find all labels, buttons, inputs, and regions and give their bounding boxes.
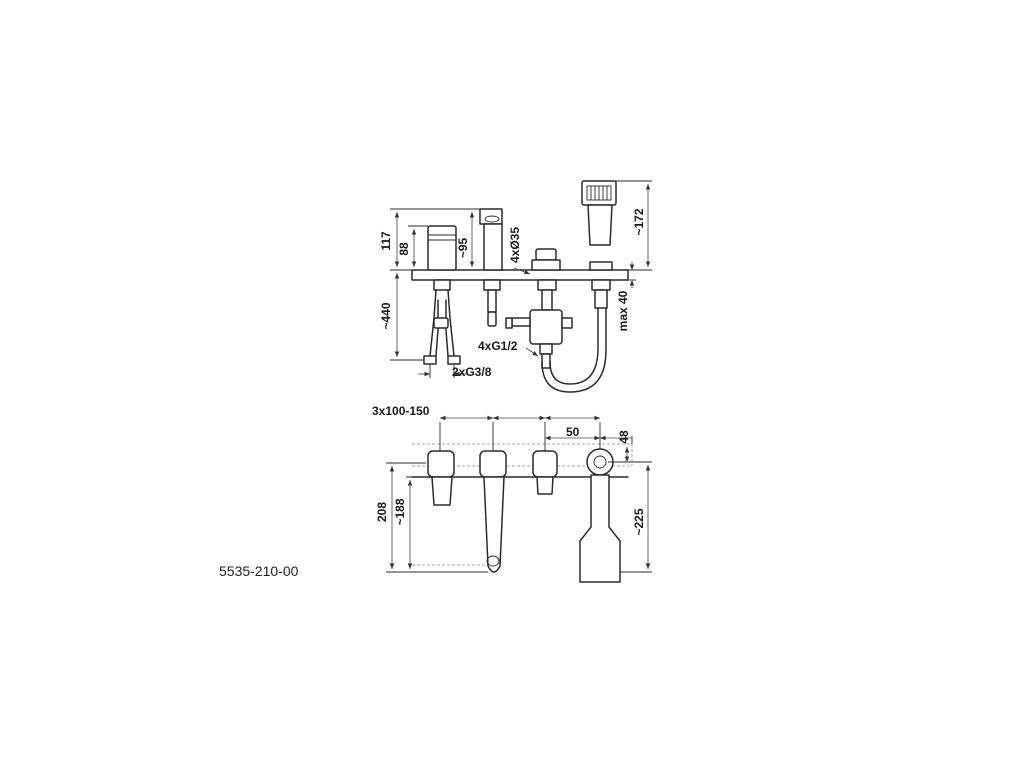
diverter-handle: [423, 225, 461, 365]
dim-440: ~440: [379, 302, 393, 329]
dim-g1-2: 4xG1/2: [478, 339, 518, 353]
plan-view: 3x100-150 50 48 208 ~188 ~225: [372, 404, 652, 583]
dim-max-40: max 40: [616, 290, 630, 331]
dim-48: 48: [617, 430, 631, 444]
dim-117: 117: [379, 231, 393, 251]
product-code: 5535-210-00: [219, 563, 299, 579]
hand-shower: [541, 180, 617, 393]
mixer-valve: [505, 248, 573, 369]
dim-208: 208: [375, 502, 389, 522]
dim-50: 50: [566, 425, 580, 439]
dim-88: 88: [397, 242, 411, 256]
spout: [479, 208, 503, 327]
plan-dimensions: [386, 415, 652, 573]
deck-plate: [411, 269, 629, 281]
plan-mixer-handle: [532, 450, 558, 495]
front-dimensions: [390, 180, 652, 378]
dim-g3-8: 2xG3/8: [452, 365, 492, 379]
dim-172: ~172: [632, 208, 646, 235]
front-elevation: 117 88 ~95 4xØ35 ~172 ~440 max 40 4xG1/2…: [379, 180, 652, 393]
plan-diverter-handle: [427, 450, 455, 506]
plan-spout: [479, 450, 507, 573]
dim-95: ~95: [456, 237, 470, 258]
dim-hole-diameter: 4xØ35: [508, 227, 522, 263]
dim-188: ~188: [393, 498, 407, 525]
dim-225: ~225: [632, 508, 646, 535]
plan-hand-shower: [579, 448, 621, 583]
dim-spacing: 3x100-150: [372, 404, 430, 418]
